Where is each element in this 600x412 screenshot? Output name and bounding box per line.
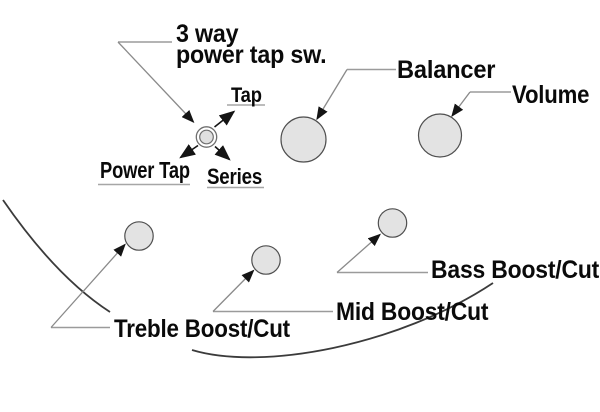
series-position-label: Series [207,164,263,189]
leader-bass-arrow [336,233,381,273]
leader-treble-arrow [50,243,126,328]
three-way-switch-label: 3 way power tap sw. [176,20,327,69]
balancer-label: Balancer [397,56,496,84]
switch-arrow-series [214,145,231,161]
leader-volume-arrow [451,91,471,118]
bass-boost-cut-label: Bass Boost/Cut [431,256,600,284]
treble-knob [124,221,154,251]
volume-knob [417,113,463,158]
switch-arrow-tap [214,110,236,128]
three-way-switch-label-line1: 3 way [176,20,239,48]
power-tap-position-label: Power Tap [100,157,190,183]
power-tap-switch-knob [199,129,214,145]
body-edge-arc-left [2,199,111,313]
mid-knob [251,245,281,275]
tap-position-label: Tap [231,84,262,107]
leader-balancer-arrow [316,69,348,121]
switch-arrow-power-tap [179,144,199,159]
treble-boost-cut-label: Treble Boost/Cut [114,315,290,343]
power-tap-switch [195,126,218,148]
balancer-knob [280,116,327,163]
three-way-switch-label-line2: power tap sw. [176,40,327,69]
body-edge-arc-bottom [191,282,494,359]
volume-label: Volume [512,81,590,109]
bass-knob [377,208,408,238]
leader-mid-arrow [212,269,255,312]
mid-boost-cut-label: Mid Boost/Cut [336,298,489,326]
leader-threeway-arrow [117,41,195,123]
